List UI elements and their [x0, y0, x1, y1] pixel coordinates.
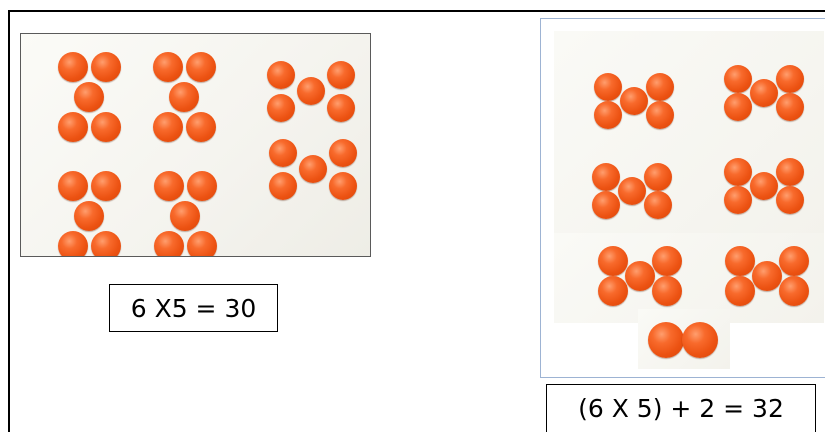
counter	[327, 94, 355, 122]
counter	[644, 163, 672, 191]
counter	[644, 191, 672, 219]
counter	[91, 52, 121, 82]
counter	[592, 191, 620, 219]
counter	[153, 52, 183, 82]
counter	[776, 186, 804, 214]
counter	[652, 246, 682, 276]
counter	[58, 112, 88, 142]
counter	[186, 52, 216, 82]
counter	[91, 171, 121, 201]
counter	[187, 171, 217, 201]
counter	[170, 201, 200, 231]
counter	[750, 172, 778, 200]
counter	[598, 276, 628, 306]
counter	[620, 87, 648, 115]
counter	[618, 177, 646, 205]
counter	[153, 112, 183, 142]
counter	[329, 172, 357, 200]
counter	[725, 276, 755, 306]
counter	[74, 201, 104, 231]
counter	[625, 261, 655, 291]
left-counters-photo	[20, 33, 371, 257]
counter	[269, 172, 297, 200]
counter	[327, 61, 355, 89]
counter	[91, 112, 121, 142]
counter	[646, 73, 674, 101]
counter	[58, 52, 88, 82]
counter	[776, 158, 804, 186]
counter	[297, 77, 325, 105]
counter	[154, 231, 184, 257]
counter	[329, 139, 357, 167]
right-photo-pane-bottom	[638, 309, 730, 369]
counter	[724, 186, 752, 214]
right-equation: (6 X 5) + 2 = 32	[546, 384, 816, 432]
counter	[779, 246, 809, 276]
right-counters-photo	[540, 18, 825, 378]
left-equation: 6 X5 = 30	[109, 284, 278, 332]
counter	[169, 82, 199, 112]
counter	[682, 322, 718, 358]
right-photo-pane-top	[554, 31, 824, 246]
counter	[776, 65, 804, 93]
counter	[269, 139, 297, 167]
counter	[652, 276, 682, 306]
counter	[187, 231, 217, 257]
counter	[752, 261, 782, 291]
counter	[776, 93, 804, 121]
counter	[592, 163, 620, 191]
counter	[91, 231, 121, 257]
counter	[724, 93, 752, 121]
counter	[598, 246, 628, 276]
counter	[648, 322, 684, 358]
counter	[646, 101, 674, 129]
counter	[58, 171, 88, 201]
counter	[725, 246, 755, 276]
counter	[724, 65, 752, 93]
counter	[594, 101, 622, 129]
counter	[186, 112, 216, 142]
counter	[779, 276, 809, 306]
counter	[267, 94, 295, 122]
counter	[299, 155, 327, 183]
counter	[724, 158, 752, 186]
counter	[58, 231, 88, 257]
counter	[267, 61, 295, 89]
counter	[154, 171, 184, 201]
counter	[750, 79, 778, 107]
counter	[594, 73, 622, 101]
counter	[74, 82, 104, 112]
